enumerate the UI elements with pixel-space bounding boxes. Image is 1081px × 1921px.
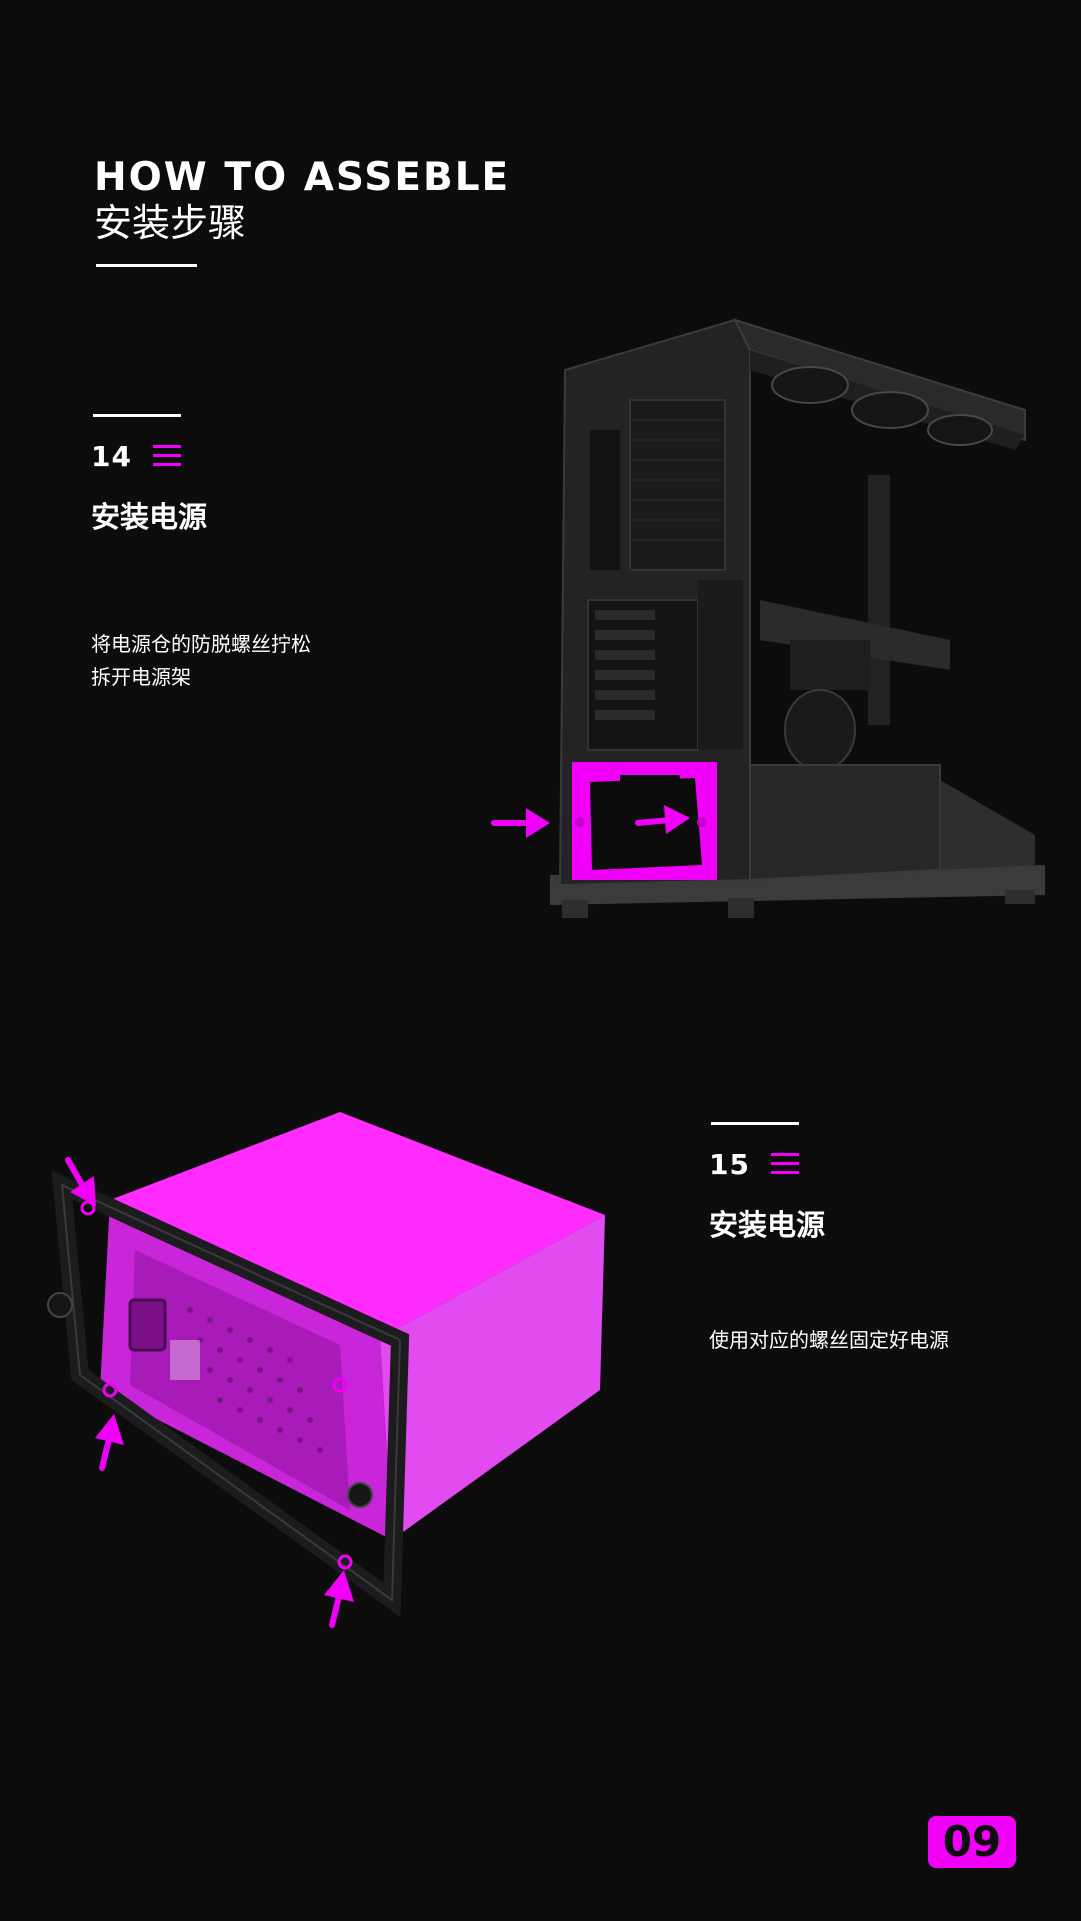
step-14-title: 安装电源 [91, 500, 208, 534]
step-14-desc-line: 拆开电源架 [91, 665, 191, 689]
step-15-number: 15 [709, 1148, 750, 1181]
psu-illustration [47, 1112, 605, 1628]
page-number-badge: 09 [928, 1816, 1016, 1868]
step-15-desc: 使用对应的螺丝固定好电源 [709, 1324, 949, 1357]
step-15-rule [711, 1122, 799, 1125]
step-15-desc-line: 使用对应的螺丝固定好电源 [709, 1328, 949, 1352]
arrow-icon [95, 1414, 124, 1471]
arrow-icon [65, 1157, 96, 1206]
pc-case-illustration [491, 318, 1045, 918]
page-title-en: HOW TO ASSEBLE [94, 155, 511, 200]
menu-lines-icon [771, 1153, 799, 1174]
title-underline [96, 264, 197, 267]
page-title-cn: 安装步骤 [94, 201, 247, 245]
step-14-rule [93, 414, 181, 417]
arrow-icon [324, 1570, 354, 1628]
step-14-number: 14 [91, 440, 132, 473]
step-15-title: 安装电源 [709, 1208, 826, 1242]
arrow-icon [635, 805, 690, 834]
step-14-desc-line: 将电源仓的防脱螺丝拧松 [91, 632, 311, 656]
arrow-icon [491, 808, 550, 838]
step-14-desc: 将电源仓的防脱螺丝拧松 拆开电源架 [91, 628, 311, 694]
menu-lines-icon [153, 445, 181, 466]
